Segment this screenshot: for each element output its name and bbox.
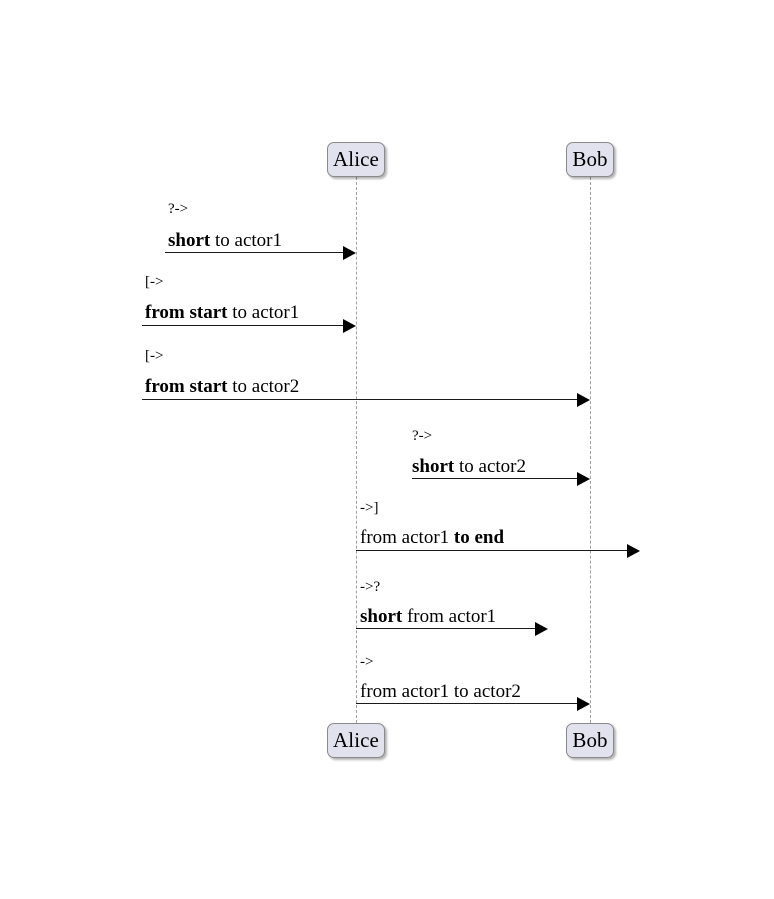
participant-box-alice-bottom[interactable]: Alice: [327, 723, 385, 758]
participant-box-alice-top[interactable]: Alice: [327, 142, 385, 177]
message-line-4: [412, 478, 579, 479]
message-notation-4: ?->: [412, 428, 433, 444]
message-arrowhead-4: [577, 472, 590, 486]
message-arrowhead-1: [343, 246, 356, 260]
message-arrowhead-5: [627, 544, 640, 558]
participant-label-alice: Alice: [333, 147, 379, 171]
message-line-2: [142, 325, 345, 326]
message-label-1: short to actor1: [168, 230, 282, 251]
message-line-5: [356, 550, 629, 551]
message-label-6: short from actor1: [360, 606, 497, 627]
message-arrowhead-7: [577, 697, 590, 711]
participant-label-bob: Bob: [572, 728, 608, 752]
message-arrowhead-6: [535, 622, 548, 636]
lifeline-bob: [590, 177, 591, 723]
message-line-1: [165, 252, 345, 253]
message-line-6: [356, 628, 537, 629]
message-line-7: [356, 703, 579, 704]
message-line-3: [142, 399, 579, 400]
participant-label-bob: Bob: [572, 147, 608, 171]
lifeline-alice: [356, 177, 357, 723]
participant-box-bob-top[interactable]: Bob: [566, 142, 614, 177]
message-label-3: from start to actor2: [145, 376, 300, 397]
message-notation-5: ->]: [360, 500, 379, 516]
participant-box-bob-bottom[interactable]: Bob: [566, 723, 614, 758]
message-label-2: from start to actor1: [145, 302, 300, 323]
message-label-7: from actor1 to actor2: [360, 681, 521, 702]
message-notation-7: ->: [360, 654, 374, 670]
message-notation-3: [->: [145, 348, 164, 364]
message-notation-6: ->?: [360, 579, 381, 595]
message-arrowhead-2: [343, 319, 356, 333]
participant-label-alice: Alice: [333, 728, 379, 752]
message-notation-1: ?->: [168, 201, 189, 217]
message-arrowhead-3: [577, 393, 590, 407]
message-label-5: from actor1 to end: [360, 527, 505, 548]
message-notation-2: [->: [145, 274, 164, 290]
message-label-4: short to actor2: [412, 456, 526, 477]
